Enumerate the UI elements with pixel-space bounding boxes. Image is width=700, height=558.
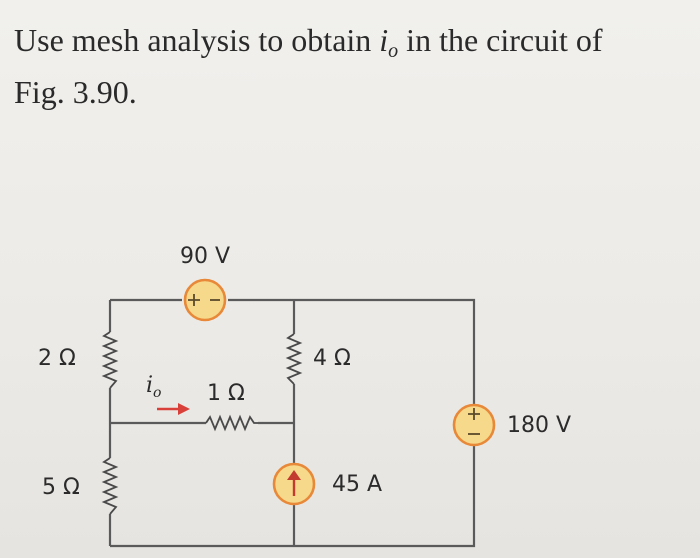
problem-variable: i xyxy=(379,22,389,58)
label-90v: 90 V xyxy=(180,244,230,269)
label-180v: 180 V xyxy=(507,413,571,438)
current-source-45a xyxy=(272,462,316,506)
problem-line-2: Fig. 3.90. xyxy=(14,74,137,110)
label-io: io xyxy=(146,373,161,401)
resistor-4-ohm xyxy=(285,333,303,385)
voltage-source-90v xyxy=(183,278,227,322)
label-45a: 45 A xyxy=(332,472,382,497)
problem-text-after: in the circuit of xyxy=(398,22,603,58)
wire-top-right xyxy=(228,298,476,405)
label-5-ohm: 5 Ω xyxy=(42,475,80,500)
voltage-source-180v-body xyxy=(452,403,496,447)
arrow-head-icon xyxy=(287,470,301,480)
resistor-2-ohm xyxy=(101,331,119,389)
voltage-source-90v-body xyxy=(183,278,227,322)
resistor-5-ohm xyxy=(101,457,119,515)
problem-text-before: Use mesh analysis to obtain xyxy=(14,22,380,58)
resistor-1-ohm xyxy=(205,414,258,432)
arrow-head-icon xyxy=(178,403,190,415)
problem-statement: Use mesh analysis to obtain io in the ci… xyxy=(14,20,674,113)
wire-right-lower xyxy=(110,445,476,548)
label-1-ohm: 1 Ω xyxy=(207,381,245,406)
label-2-ohm: 2 Ω xyxy=(38,346,76,371)
circuit-wires xyxy=(108,298,476,548)
problem-line-1: Use mesh analysis to obtain io in the ci… xyxy=(14,20,674,72)
plus-icon xyxy=(188,294,200,306)
plus-icon xyxy=(468,408,480,420)
current-io-arrow xyxy=(157,403,190,415)
label-4-ohm: 4 Ω xyxy=(313,346,351,371)
problem-subscript: o xyxy=(388,40,399,62)
voltage-source-180v xyxy=(452,403,496,447)
